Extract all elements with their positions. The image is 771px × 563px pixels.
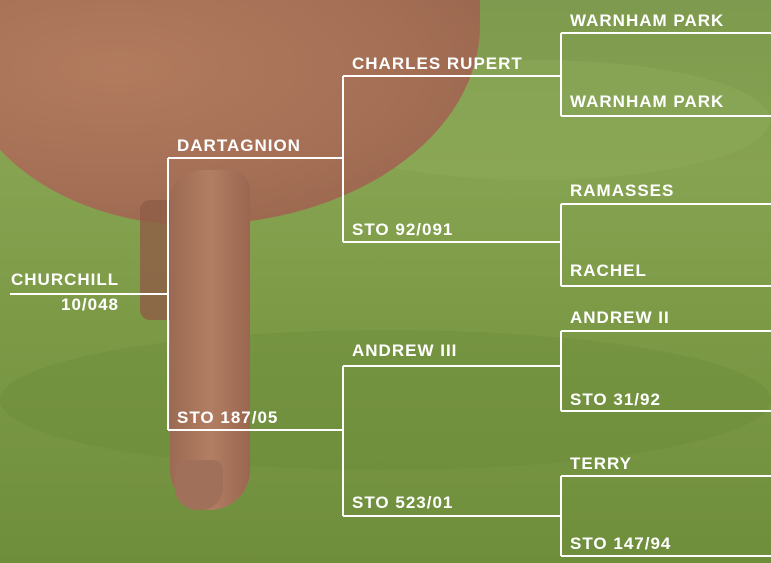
great-grandparent-3: RAMASSES xyxy=(570,181,675,200)
dam-dam-name: STO 523/01 xyxy=(352,493,454,512)
animal-hoof xyxy=(175,460,223,510)
sire-sire-name: CHARLES RUPERT xyxy=(352,54,523,73)
great-grandparent-7: TERRY xyxy=(570,454,632,473)
great-grandparent-8: STO 147/94 xyxy=(570,534,672,553)
sire-name: DARTAGNION xyxy=(177,136,301,155)
sire-dam-name: STO 92/091 xyxy=(352,220,454,239)
subject-number: 10/048 xyxy=(61,295,119,314)
dam-name: STO 187/05 xyxy=(177,408,279,427)
great-grandparent-5: ANDREW II xyxy=(570,308,670,327)
great-grandparent-6: STO 31/92 xyxy=(570,390,661,409)
grass-shadow xyxy=(0,330,771,470)
dam-sire-name: ANDREW III xyxy=(352,341,458,360)
great-grandparent-1: WARNHAM PARK xyxy=(570,11,725,30)
subject-name: CHURCHILL xyxy=(11,270,120,289)
great-grandparent-2: WARNHAM PARK xyxy=(570,92,725,111)
animal-leg xyxy=(170,170,250,510)
great-grandparent-4: RACHEL xyxy=(570,261,647,280)
